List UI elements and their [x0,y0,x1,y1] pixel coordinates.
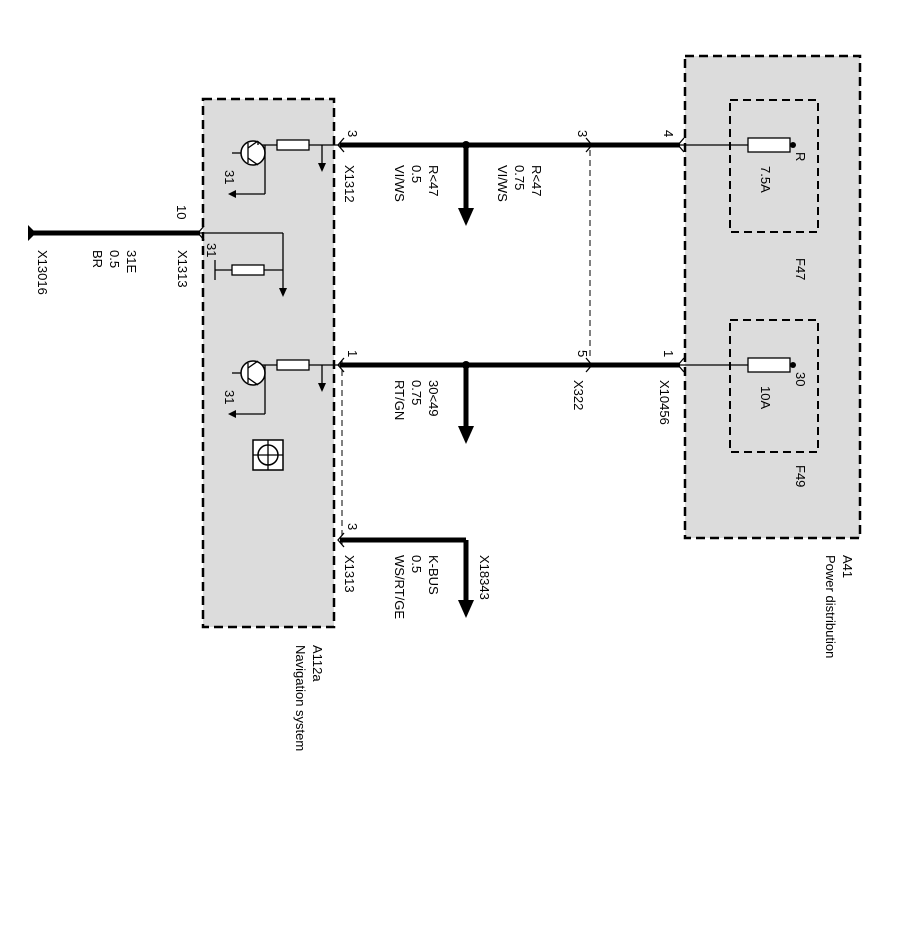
fuse-f49-box [729,319,819,453]
connector-x10456: X10456 [657,380,672,425]
navigation-icon [252,439,284,471]
transistor-top-ground-label: 31 [222,170,237,184]
ground-resistor-symbol [200,232,287,297]
fuse-f49-symbol [680,357,796,373]
connector-x1312: X1312 [342,165,357,203]
wire-ground-color: BR [90,250,105,268]
wire-top-right-size: 0.75 [512,165,527,190]
pin-nav-mid: 1 [345,350,360,357]
pin-power-mid: 1 [661,350,676,357]
connector-x322: X322 [571,380,586,410]
connector-x1313-kbus: X1313 [342,555,357,593]
branch-arrow-mid [458,361,474,444]
wire-ground-signal: 31E [124,250,139,273]
nav-component-id: A112a [310,645,325,682]
wire-ground-size: 0.5 [107,250,122,268]
fuse-f47-box [729,99,819,233]
fuse-f49-id: F49 [793,465,808,487]
fuse-f47-rating: 7.5A [758,166,773,193]
connector-x1313-ground: X1313 [175,250,190,288]
pin-nav-kbus: 3 [345,523,360,530]
connector-x13016: X13016 [35,250,50,295]
fuse-f49-pin: 30 [793,372,808,386]
branch-arrow-top [458,141,474,226]
power-component-name: Power distribution [823,555,838,658]
wire-mid-size: 0.75 [409,380,424,405]
nav-component-name: Navigation system [293,645,308,751]
wire-top-right-signal: R<47 [529,165,544,196]
wire-top-right-color: VI/WS [495,165,510,202]
fuse-f47-symbol [680,137,796,153]
wire-top-left-color: VI/WS [392,165,407,202]
pin-x322-mid: 5 [575,350,590,357]
pin-power-top: 4 [661,130,676,137]
wire-top-left-size: 0.5 [409,165,424,183]
wire-kbus-size: 0.5 [409,555,424,573]
fuse-f47-pin: R [793,152,808,161]
pin-nav-ground: 10 [174,205,189,219]
power-component-id: A41 [840,555,855,578]
wire-kbus-signal: K-BUS [426,555,441,595]
kbus-arrow [458,540,474,618]
transistor-mid-symbol [228,359,340,418]
wire-mid-signal: 30<49 [426,380,441,417]
wire-kbus-color: WS/RT/GE [392,555,407,619]
connector-x18343: X18343 [477,555,492,600]
fuse-f47-id: F47 [793,258,808,280]
pin-x322-top: 3 [575,130,590,137]
pin-nav-top: 3 [345,130,360,137]
wire-top-left-signal: R<47 [426,165,441,196]
ground-end-icon [28,225,36,241]
fuse-f49-rating: 10A [758,386,773,409]
connector-chevrons [197,137,685,548]
wire-mid-color: RT/GN [392,380,407,420]
ground-inner-pin-label: 31 [204,243,219,257]
power-distribution-box [683,54,862,540]
navigation-system-box [201,97,336,629]
transistor-top-symbol [228,139,340,198]
transistor-mid-ground-label: 31 [222,390,237,404]
